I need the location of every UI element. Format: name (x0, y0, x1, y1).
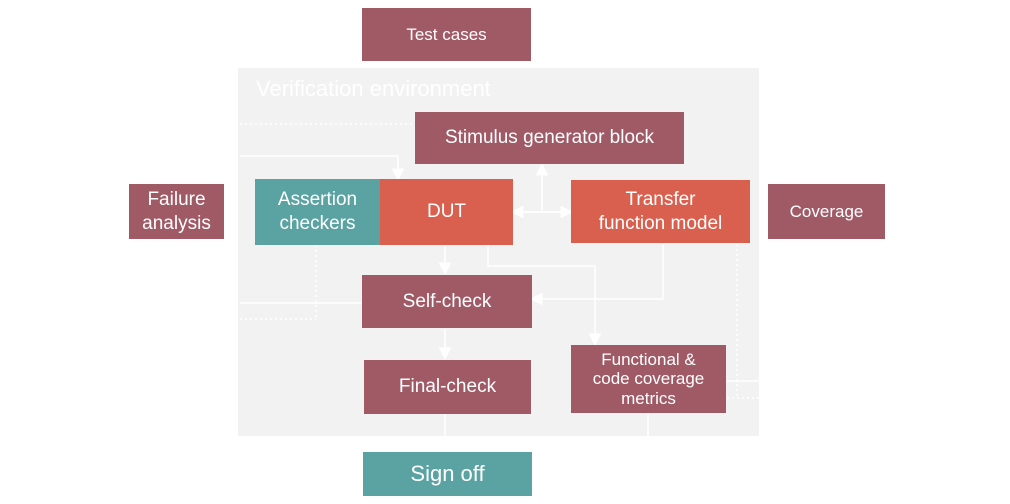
assertion-checkers-box: Assertion checkers (255, 179, 380, 245)
arrow-dut-to-coverage-metrics (487, 246, 602, 347)
dut-box: DUT (380, 179, 513, 245)
tick-failure-analysis (175, 241, 187, 248)
transfer-function-model-box: Transfer function model (571, 180, 750, 243)
failure-analysis-box: Failure analysis (129, 184, 224, 239)
environment-title: Verification environment (256, 76, 491, 101)
stimulus-generator-box: Stimulus generator block (415, 112, 684, 164)
functional-code-coverage-box: Functional & code coverage metrics (571, 345, 726, 413)
self-check-box: Self-check (362, 275, 532, 328)
final-check-box: Final-check (364, 360, 531, 414)
coverage-box: Coverage (768, 184, 885, 239)
test-cases-box: Test cases (362, 8, 531, 61)
arrow-transfer-to-selfcheck (529, 244, 664, 306)
arrow-to-dut (240, 155, 405, 182)
sign-off-box: Sign off (363, 452, 532, 496)
